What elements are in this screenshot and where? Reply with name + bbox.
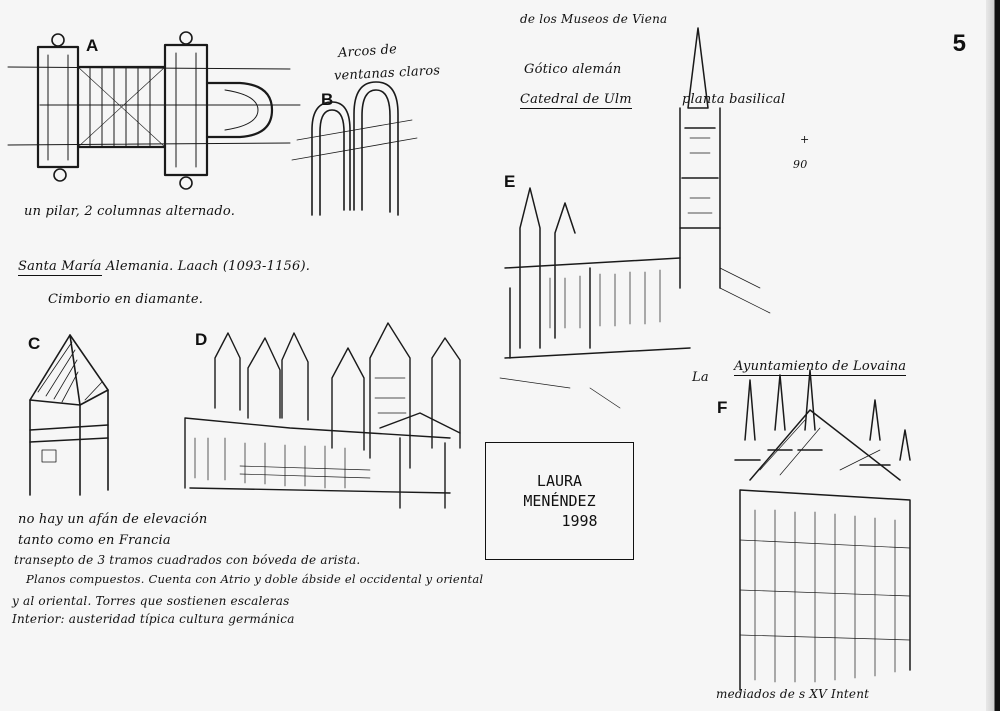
- note-block-1: no hay un afán de elevación: [18, 512, 208, 527]
- note-top-cut: de los Museos de Viena: [520, 12, 668, 26]
- sheet-edge: [986, 0, 1000, 711]
- page-number: 5: [952, 30, 966, 57]
- sketch-f-leuven-town-hall: [734, 369, 911, 691]
- figure-label-d: D: [195, 330, 208, 349]
- note-side-mark-1: +: [800, 133, 810, 146]
- note-bottom-cut: mediados de s XV Intent: [716, 687, 870, 701]
- sketch-b-arches: [291, 81, 418, 216]
- note-ulm: Catedral de Ulm: [520, 92, 632, 109]
- note-block-6: Interior: austeridad típica cultura germ…: [12, 612, 295, 626]
- figure-label-e: E: [504, 172, 516, 191]
- note-block-5: y al oriental. Torres que sostienen esca…: [12, 594, 290, 608]
- author-stamp: LAURA MENÉNDEZ 1998: [485, 442, 634, 560]
- figure-label-a: A: [86, 36, 99, 55]
- note-santa-maria: Santa María: [18, 259, 102, 276]
- note-ayuntamiento: Ayuntamiento de Lovaina: [734, 359, 907, 376]
- note-santa-maria-line: Santa María Alemania. Laach (1093-1156).: [18, 259, 311, 276]
- figure-label-f: F: [717, 398, 728, 417]
- stamp-line-3: 1998: [561, 512, 598, 530]
- sketch-a-floor-plan: [7, 31, 301, 190]
- note-block-3: transepto de 3 tramos cuadrados con bóve…: [14, 553, 361, 567]
- sketch-e-ulm-cathedral: [499, 27, 771, 409]
- stamp-line-1: LAURA: [536, 472, 583, 490]
- note-block-2: tanto como en Francia: [18, 533, 171, 548]
- sketch-d-abbey: [184, 322, 461, 509]
- note-plan-caption: un pilar, 2 columnas alternado.: [24, 204, 236, 219]
- note-la: La: [692, 370, 709, 385]
- note-santa-maria-rest: Alemania. Laach (1093-1156).: [105, 259, 311, 274]
- stamp-line-2: MENÉNDEZ: [523, 492, 596, 510]
- note-block-4: Planos compuestos. Cuenta con Atrio y do…: [26, 572, 484, 586]
- note-side-mark-2: 90: [793, 158, 808, 171]
- note-cimborio: Cimborio en diamante.: [48, 292, 204, 307]
- sketch-c-tower: [29, 334, 109, 496]
- note-arcos-1: Arcos de: [337, 41, 398, 62]
- figure-label-c: C: [28, 334, 41, 353]
- note-gotico: Gótico alemán: [524, 62, 622, 77]
